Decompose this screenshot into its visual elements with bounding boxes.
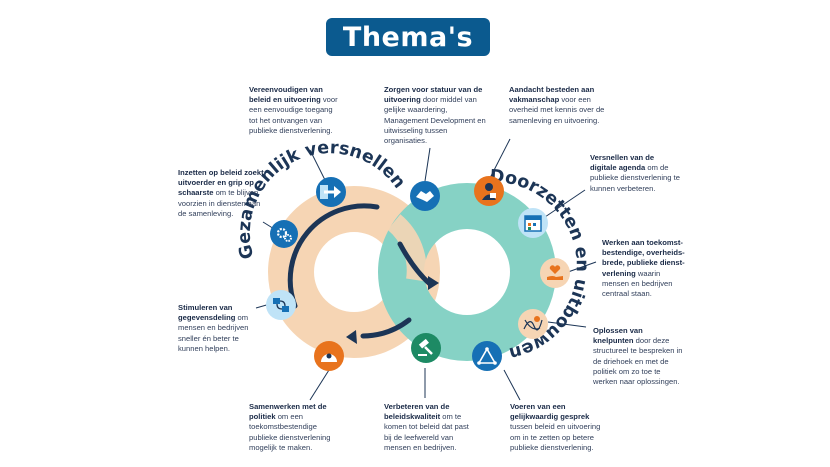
theme-knelpunten: Oplossen van knelpunten door deze struct… [593,326,683,387]
theme-vakmanschap: Aandacht besteden aan vakmanschap voor e… [509,85,605,125]
data-sharing-icon [266,290,296,320]
arrow-right-icon [316,177,346,207]
right-ring [378,183,556,361]
connector-lines [255,138,597,401]
theme-statuur: Zorgen voor statuur van de uitvoering do… [384,85,486,146]
handshake-icon [410,181,440,211]
theme-digitale-agenda: Versnellen van de digitale agenda om de … [590,153,680,193]
theme-gegevensdeling: Stimuleren van gegevensdeling om mensen … [178,303,249,353]
gears-icon [270,220,298,248]
theme-gesprek: Voeren van een gelijkwaardig gesprek tus… [510,402,601,452]
calendar-icon [518,208,548,238]
knot-icon [518,309,548,339]
worker-icon [474,176,504,206]
theme-beleidskwaliteit: Verbeteren van de beleidskwaliteit om te… [384,402,469,452]
triangle-icon [472,341,502,371]
theme-schaarste: Inzetten op beleid zoekt uitvoerder en g… [178,168,264,218]
theme-politiek: Samenwerken met de politiek om een toeko… [249,402,331,452]
parliament-icon [314,341,344,371]
gavel-icon [411,333,441,363]
theme-toekomstbestendig: Werken aan toekomst-bestendige, overheid… [602,238,685,299]
title-banner: Thema's [326,18,490,56]
theme-vereenvoudigen: Vereenvoudigen van beleid en uitvoering … [249,85,338,135]
heart-hand-icon [540,258,570,288]
page-title: Thema's [342,21,474,53]
